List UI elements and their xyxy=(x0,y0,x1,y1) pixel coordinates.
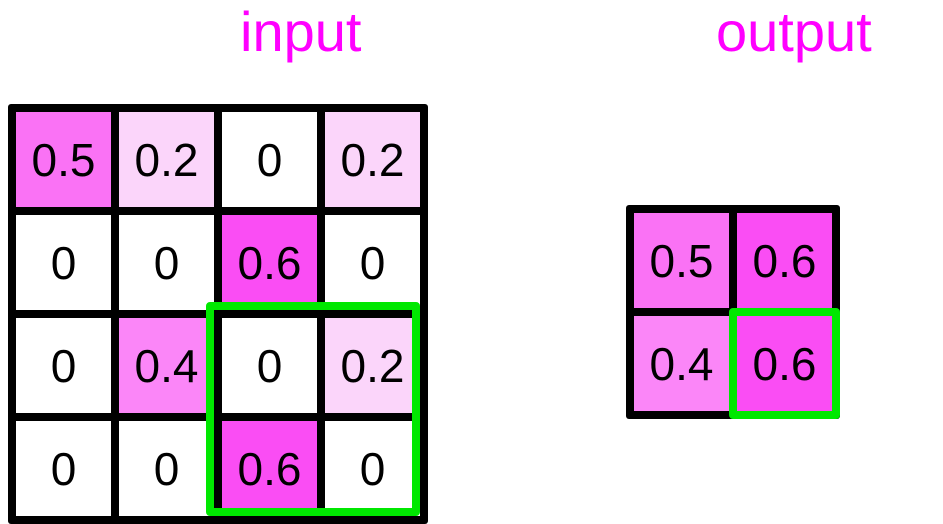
input-cell-r0c2: 0 xyxy=(222,112,317,207)
input-label: input xyxy=(240,0,362,63)
input-cell-r0c0: 0.5 xyxy=(16,112,111,207)
input-cell-r1c0: 0 xyxy=(16,215,111,310)
input-cell-r1c1: 0 xyxy=(119,215,214,310)
input-cell-r0c3: 0.2 xyxy=(325,112,420,207)
output-cell-r1c1: 0.6 xyxy=(737,316,832,411)
input-cell-r2c1: 0.4 xyxy=(119,318,214,413)
input-cell-r3c1: 0 xyxy=(119,421,214,516)
output-cell-r0c0: 0.5 xyxy=(634,213,729,308)
input-matrix: 0.5 0.2 0 0.2 0 0 0.6 0 0 0.4 0 0.2 0 0 … xyxy=(8,104,428,524)
input-cell-r0c1: 0.2 xyxy=(119,112,214,207)
input-cell-r3c2: 0.6 xyxy=(222,421,317,516)
output-label: output xyxy=(716,0,872,63)
output-cell-r0c1: 0.6 xyxy=(737,213,832,308)
output-cell-r1c0: 0.4 xyxy=(634,316,729,411)
input-cell-r3c0: 0 xyxy=(16,421,111,516)
input-cell-r2c0: 0 xyxy=(16,318,111,413)
output-matrix: 0.5 0.6 0.4 0.6 xyxy=(626,205,840,419)
input-cell-r2c3: 0.2 xyxy=(325,318,420,413)
input-cell-r3c3: 0 xyxy=(325,421,420,516)
input-cell-r1c3: 0 xyxy=(325,215,420,310)
input-cell-r2c2: 0 xyxy=(222,318,317,413)
input-cell-r1c2: 0.6 xyxy=(222,215,317,310)
